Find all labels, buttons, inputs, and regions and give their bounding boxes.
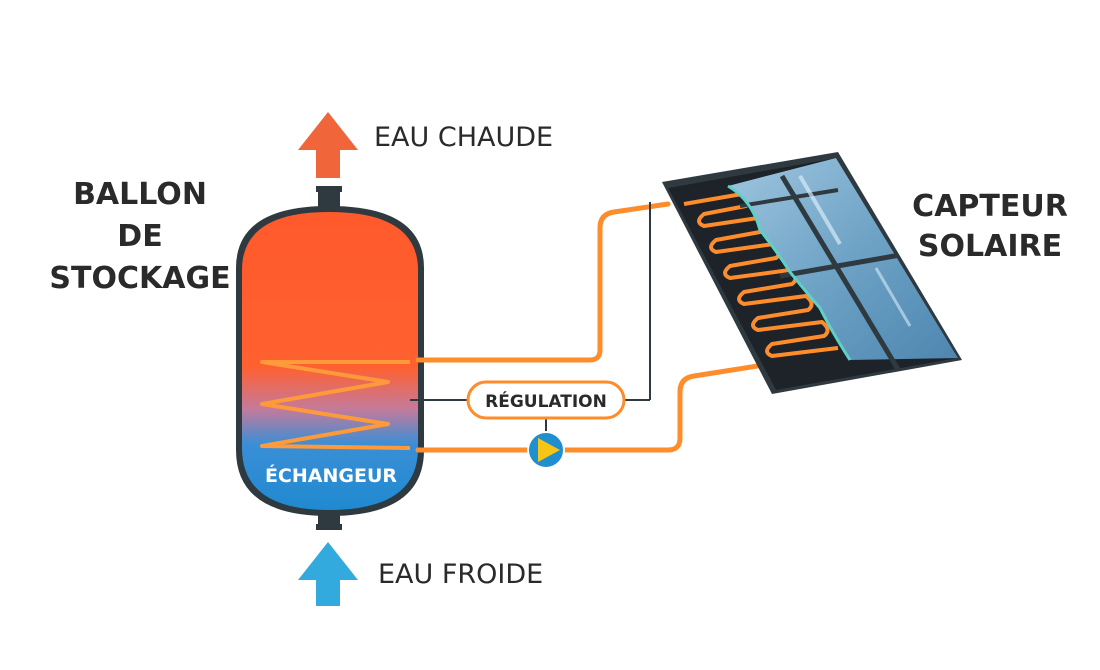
- tank-label-line2: DE: [117, 219, 162, 254]
- pump-icon: [527, 431, 565, 469]
- hot-water-label: EAU CHAUDE: [374, 122, 553, 153]
- tank-label-line1: BALLON: [73, 177, 207, 212]
- collector-label-line1: CAPTEUR: [912, 189, 1068, 224]
- solar-circuit-pipes: [415, 201, 773, 453]
- heat-exchanger-coil: [260, 360, 411, 450]
- regulation-box: [466, 380, 626, 420]
- hot-water-arrow-icon: [298, 112, 358, 178]
- tank-label-line3: STOCKAGE: [49, 261, 230, 296]
- collector-label-line2: SOLAIRE: [918, 229, 1062, 264]
- regulation-label: RÉGULATION: [485, 390, 607, 412]
- exchanger-label: ÉCHANGEUR: [265, 464, 397, 487]
- sensor-wires: [410, 202, 651, 434]
- cold-water-label: EAU FROIDE: [378, 559, 543, 590]
- collector-tubing: [683, 192, 839, 358]
- cold-water-arrow-icon: [298, 542, 358, 606]
- solar-collector-panel: [662, 152, 962, 394]
